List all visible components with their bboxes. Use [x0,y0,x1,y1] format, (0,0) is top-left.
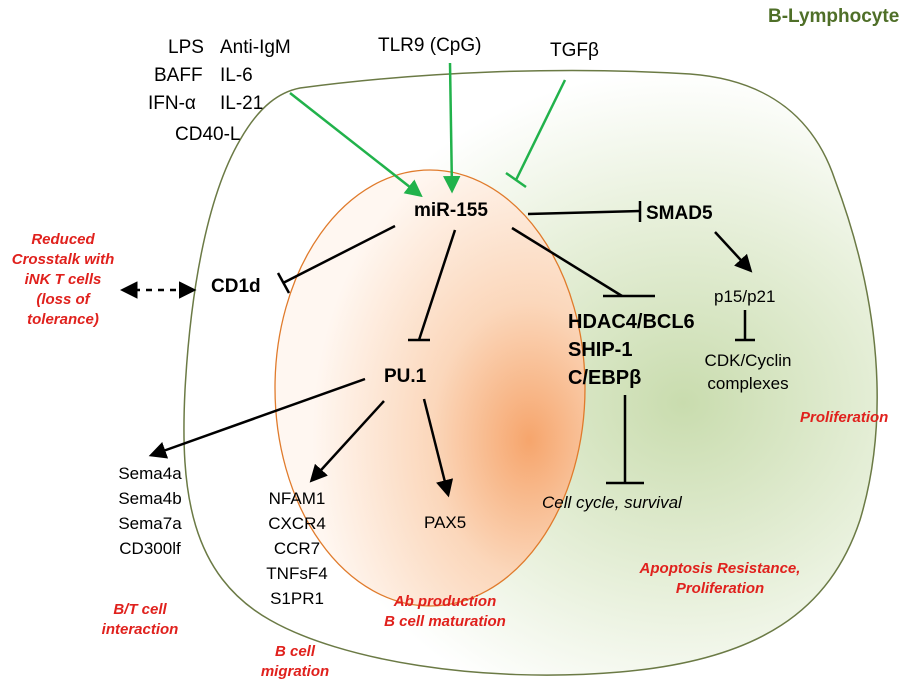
nfam1: NFAM1 [268,489,326,508]
outcome-b-cell-migration: B cell migration [245,642,345,682]
inhibit-cd1d-bar [276,272,291,294]
arrow-smad5-p15 [714,231,753,273]
arrow-pu1-nfam [309,400,385,483]
node-cd1d: CD1d [211,276,261,297]
sema4a: Sema4a [118,464,182,483]
node-ship1: SHIP-1 [568,339,633,361]
node-pu1: PU.1 [384,366,427,387]
arrow-pu1-pax5 [422,398,454,498]
ccr7: CCR7 [273,539,321,558]
outcome-ab-line1: Ab production [393,593,497,610]
outcome-migration-line2: migration [260,663,330,680]
stimulus-anti-igm: Anti-IgM [220,37,291,58]
cd300lf: CD300lf [119,539,181,558]
inhibit-mir155-hdac4 [511,226,623,298]
node-cell-cycle-survival: Cell cycle, survival [542,493,682,512]
inhibit-mir155-pu1 [417,229,457,341]
outcome-crosstalk-line2: Crosstalk with [11,251,115,268]
node-smad5: SMAD5 [646,203,713,224]
arrow-stimuli-to-mir155 [289,92,423,198]
outcome-apoptosis-line2: Proliferation [675,580,765,597]
outcome-ab-line2: B cell maturation [384,613,506,630]
nucleus [274,169,586,607]
stimulus-cd40l: CD40-L [175,124,241,145]
outcome-bt-line1: B/T cell [113,601,167,618]
arrow-pu1-sema [148,377,366,459]
stimulus-baff: BAFF [154,65,203,86]
stimulus-ifn-alpha: IFN-α [148,93,196,114]
stimulus-tlr9: TLR9 (CpG) [378,35,482,56]
outcome-ab-production: Ab production B cell maturation [370,592,520,632]
outcome-bt-line2: interaction [101,621,179,638]
outcome-apoptosis-line1: Apoptosis Resistance, [639,560,801,577]
sema7a: Sema7a [118,514,182,533]
node-mir155: miR-155 [414,200,488,221]
node-hdac4-bcl6: HDAC4/BCL6 [568,311,695,333]
outcome-crosstalk-line5: tolerance) [27,311,99,328]
node-cdk-complexes: complexes [707,374,789,393]
inhibit-tgfb-mir155 [514,79,567,181]
outcome-bt-interaction: B/T cell interaction [80,600,200,640]
outcome-crosstalk-line3: iNK T cells [24,271,102,288]
tnfsf4: TNFsF4 [266,564,328,583]
outcome-apoptosis-resistance: Apoptosis Resistance, Proliferation [620,559,820,599]
node-pax5: PAX5 [424,513,467,532]
outcome-migration-line1: B cell [274,643,316,660]
stimulus-tgfb: TGFβ [550,40,599,61]
node-p15-p21: p15/p21 [714,287,776,306]
stimulus-il21: IL-21 [220,93,264,114]
sema4b: Sema4b [118,489,182,508]
outcome-proliferation: Proliferation [800,409,889,426]
stimulus-il6: IL-6 [220,65,253,86]
s1pr1: S1PR1 [270,589,324,608]
inhibit-mir155-smad5 [527,209,641,216]
node-cdk-cyclin: CDK/Cyclin [704,351,792,370]
stimulus-lps: LPS [168,37,204,58]
outcome-reduced-crosstalk: Reduced Crosstalk with iNK T cells (loss… [2,230,124,330]
arrow-tlr9-to-mir155 [443,62,461,194]
inhibit-mir155-cd1d [282,224,396,285]
cxcr4: CXCR4 [268,514,326,533]
outcome-crosstalk-line1: Reduced [31,231,95,248]
inhibit-tgfb-bar [505,171,527,189]
node-cebpb: C/EBPβ [568,367,642,389]
cell-type-title: B-Lymphocyte [768,6,900,27]
outcome-crosstalk-line4: (loss of [36,291,90,308]
